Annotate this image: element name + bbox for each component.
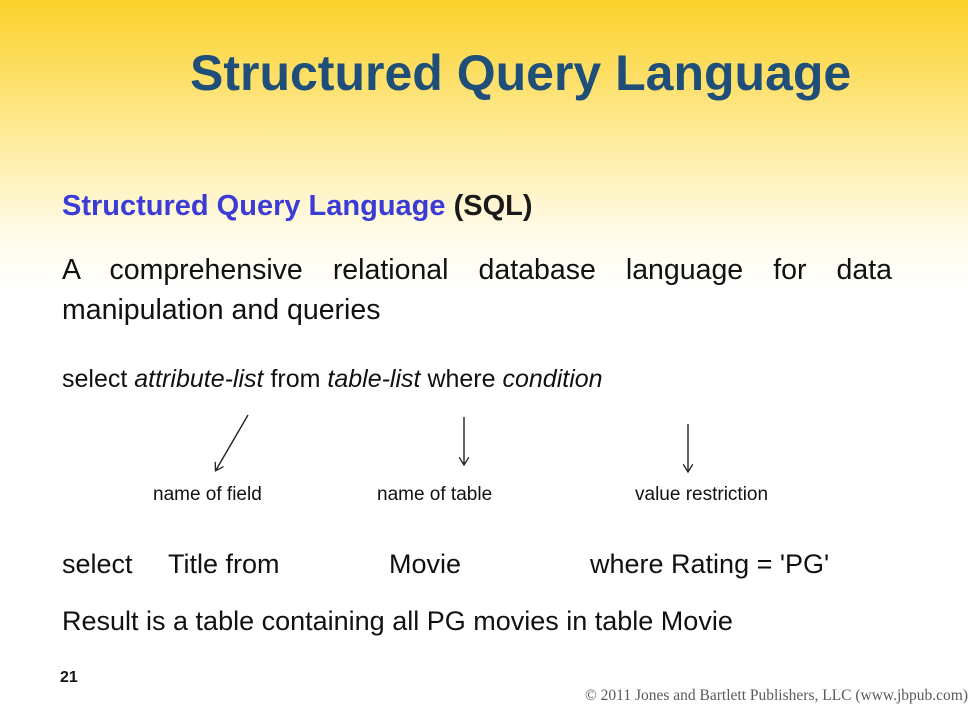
sql-term: Structured Query Language <box>62 190 446 222</box>
condition: condition <box>502 365 603 393</box>
attribute-list: attribute-list <box>134 365 264 393</box>
sql-heading: Structured Query Language (SQL) <box>62 188 533 224</box>
kw-from: from <box>270 365 321 393</box>
label-name-of-table: name of table <box>377 484 493 505</box>
example-where: where Rating = 'PG' <box>590 549 830 579</box>
example-movie: Movie <box>389 549 462 579</box>
example-select: select <box>62 549 133 579</box>
label-name-of-field: name of field <box>153 484 262 505</box>
sql-definition: A comprehensive relational database lang… <box>62 254 892 326</box>
arrow-to-field <box>216 414 249 470</box>
slide-number: 21 <box>60 669 78 686</box>
table-list: table-list <box>327 365 421 393</box>
example-title-from: Title from <box>168 549 280 579</box>
sql-abbrev: (SQL) <box>453 190 533 222</box>
sql-syntax: select attribute-list from table-list wh… <box>62 362 603 396</box>
kw-where: where <box>427 365 496 393</box>
result-description: Result is a table containing all PG movi… <box>62 606 733 636</box>
label-value-restriction: value restriction <box>635 484 769 505</box>
kw-select: select <box>62 365 128 393</box>
slide-title: Structured Query Language <box>190 45 852 101</box>
copyright-notice: © 2011 Jones and Bartlett Publishers, LL… <box>585 687 968 704</box>
